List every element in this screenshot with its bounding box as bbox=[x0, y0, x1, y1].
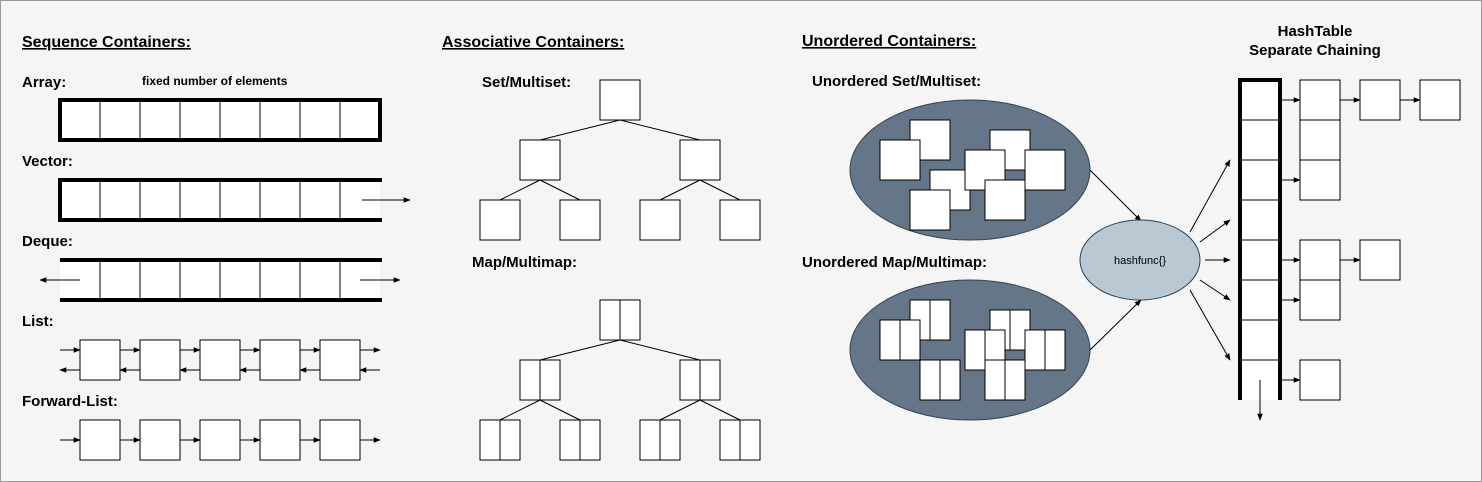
forward-list-diagram bbox=[60, 419, 381, 461]
sequence-heading: Sequence Containers: bbox=[22, 34, 191, 51]
list-diagram bbox=[59, 339, 381, 381]
array-label: Array: bbox=[22, 74, 66, 91]
unordered-heading: Unordered Containers: bbox=[802, 33, 976, 50]
bucket-chains bbox=[1280, 79, 1461, 401]
hashtable-title-line1: HashTable bbox=[1278, 23, 1353, 40]
unordered-map-label: Unordered Map/Multimap: bbox=[802, 254, 987, 271]
unordered-set-label: Unordered Set/Multiset: bbox=[812, 73, 981, 90]
hashtable-title-line2: Separate Chaining bbox=[1249, 42, 1381, 59]
unordered-section: Unordered Containers: Unordered Set/Mult… bbox=[802, 33, 1231, 421]
list-label: List: bbox=[22, 313, 54, 330]
sequence-section: Sequence Containers: Array: fixed number… bbox=[22, 34, 411, 461]
map-label: Map/Multimap: bbox=[472, 254, 577, 271]
forward-list-label: Forward-List: bbox=[22, 393, 118, 410]
vector-diagram bbox=[58, 178, 411, 222]
deque-label: Deque: bbox=[22, 233, 73, 250]
set-tree bbox=[479, 79, 761, 241]
deque-diagram bbox=[39, 258, 401, 302]
bucket-array bbox=[1238, 78, 1282, 421]
set-label: Set/Multiset: bbox=[482, 74, 571, 91]
associative-heading: Associative Containers: bbox=[442, 34, 624, 51]
array-diagram bbox=[58, 98, 382, 142]
vector-label: Vector: bbox=[22, 153, 73, 170]
hash-function-label: hashfunc{} bbox=[1114, 255, 1166, 267]
hash-function-node: hashfunc{} bbox=[1079, 159, 1231, 361]
map-tree bbox=[479, 299, 761, 461]
array-note: fixed number of elements bbox=[142, 74, 288, 88]
hashtable-section: HashTable Separate Chaining bbox=[1238, 23, 1461, 421]
unordered-map-bucket-cloud bbox=[849, 279, 1091, 421]
unordered-set-bucket-cloud bbox=[849, 99, 1091, 241]
associative-section: Associative Containers: Set/Multiset: Ma… bbox=[442, 34, 761, 461]
